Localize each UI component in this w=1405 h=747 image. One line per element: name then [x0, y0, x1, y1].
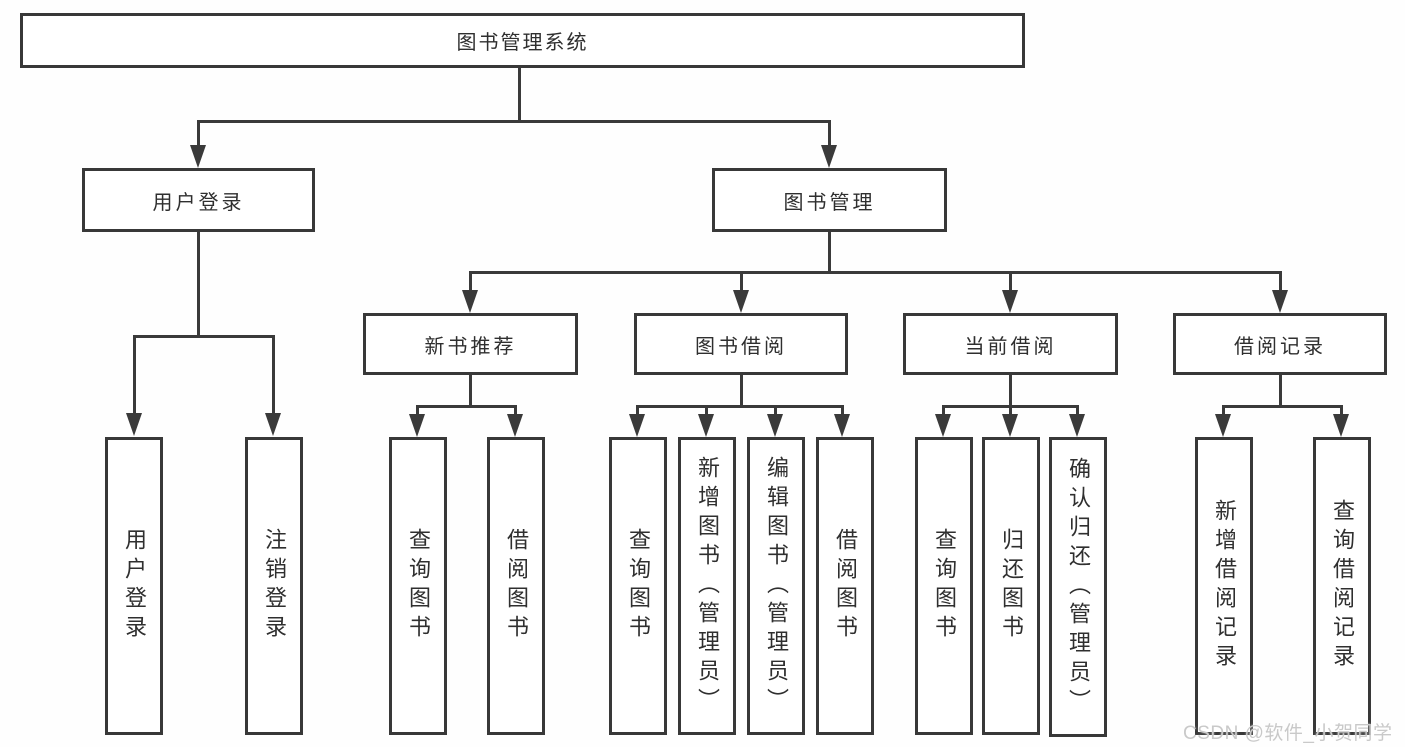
connector-current-borrow-stub — [1009, 271, 1012, 293]
connector-cb-return-stub — [1009, 405, 1012, 417]
node-book-mgmt-label: 图书管理 — [783, 191, 876, 214]
arrow-to-new-book-rec — [462, 290, 478, 313]
connector-rec-query-stub — [416, 405, 419, 417]
connector-borrow-record-rail — [1222, 405, 1341, 408]
connector-root-rail — [197, 120, 831, 123]
node-leaf-rec-query-book: 查询图书 — [389, 437, 447, 735]
node-leaf-br-query-record: 查询借阅记录 — [1313, 437, 1371, 735]
node-leaf-bb-borrow-book: 借阅图书 — [816, 437, 874, 735]
node-user-login: 用户登录 — [82, 168, 315, 232]
node-leaf-user-login: 用户登录 — [105, 437, 163, 735]
connector-br-query-stub — [1340, 405, 1343, 417]
node-leaf-bb-add-book-label: 新增图书（管理员） — [695, 455, 720, 717]
node-borrow-record: 借阅记录 — [1173, 313, 1387, 375]
node-leaf-cb-return-book-label: 归还图书 — [999, 528, 1024, 644]
arrow-to-cb-confirm-return — [1069, 414, 1085, 437]
node-leaf-logout-label: 注销登录 — [262, 528, 287, 644]
node-root-label: 图书管理系统 — [456, 32, 589, 54]
arrow-to-leaf-user-login — [126, 413, 142, 436]
arrow-to-rec-borrow-book — [507, 414, 523, 437]
arrow-to-br-add-record — [1215, 414, 1231, 437]
connector-bb-edit-stub — [774, 405, 777, 417]
connector-user-login-stub — [197, 120, 200, 148]
arrow-to-bb-add-book — [698, 414, 714, 437]
node-current-borrow: 当前借阅 — [903, 313, 1118, 375]
connector-br-add-stub — [1222, 405, 1225, 417]
connector-root-stem — [518, 68, 521, 120]
arrow-to-borrow-record — [1272, 290, 1288, 313]
connector-new-book-rec-stub — [469, 271, 472, 293]
connector-book-borrow-rail — [636, 405, 844, 408]
node-leaf-bb-add-book: 新增图书（管理员） — [678, 437, 736, 735]
node-user-login-label: 用户登录 — [152, 191, 245, 214]
node-leaf-bb-edit-book: 编辑图书（管理员） — [747, 437, 805, 735]
arrow-to-book-mgmt — [821, 145, 837, 168]
node-leaf-bb-query-book: 查询图书 — [609, 437, 667, 735]
arrow-to-bb-query-book — [629, 414, 645, 437]
connector-borrow-record-stem — [1279, 375, 1282, 405]
connector-book-mgmt-rail — [469, 271, 1282, 274]
node-leaf-cb-confirm-return: 确认归还（管理员） — [1049, 437, 1107, 737]
connector-leaf-logout-stub — [272, 335, 275, 417]
arrow-to-cb-return-book — [1002, 414, 1018, 437]
connector-cb-confirm-stub — [1076, 405, 1079, 417]
node-leaf-rec-borrow-book: 借阅图书 — [487, 437, 545, 735]
node-current-borrow-label: 当前借阅 — [964, 335, 1057, 358]
connector-cb-query-stub — [942, 405, 945, 417]
connector-rec-borrow-stub — [514, 405, 517, 417]
node-leaf-bb-edit-book-label: 编辑图书（管理员） — [764, 455, 789, 717]
node-new-book-rec: 新书推荐 — [363, 313, 578, 375]
arrow-to-leaf-logout — [265, 413, 281, 436]
connector-leaf-user-login-stub — [133, 335, 136, 417]
node-book-mgmt: 图书管理 — [712, 168, 947, 232]
connector-current-borrow-stem — [1009, 375, 1012, 405]
connector-new-book-rec-stem — [469, 375, 472, 405]
connector-bb-borrow-stub — [841, 405, 844, 417]
node-leaf-rec-borrow-book-label: 借阅图书 — [504, 528, 529, 644]
arrow-to-rec-query-book — [409, 414, 425, 437]
connector-book-mgmt-stub — [828, 120, 831, 148]
node-leaf-cb-return-book: 归还图书 — [982, 437, 1040, 735]
connector-book-borrow-stem — [740, 375, 743, 405]
node-leaf-cb-confirm-return-label: 确认归还（管理员） — [1066, 456, 1091, 718]
arrow-to-br-query-record — [1333, 414, 1349, 437]
node-leaf-cb-query-book-label: 查询图书 — [932, 528, 957, 644]
node-leaf-br-add-record: 新增借阅记录 — [1195, 437, 1253, 735]
csdn-watermark: CSDN @软件_小贺同学 — [1183, 723, 1393, 744]
node-leaf-cb-query-book: 查询图书 — [915, 437, 973, 735]
node-book-borrow-label: 图书借阅 — [695, 335, 787, 358]
connector-user-login-stem — [197, 232, 200, 335]
node-leaf-br-query-record-label: 查询借阅记录 — [1330, 499, 1355, 673]
arrow-to-cb-query-book — [935, 414, 951, 437]
arrow-to-user-login — [190, 145, 206, 168]
node-leaf-bb-query-book-label: 查询图书 — [626, 528, 651, 644]
arrow-to-bb-borrow-book — [834, 414, 850, 437]
connector-new-book-rec-rail — [416, 405, 517, 408]
node-leaf-bb-borrow-book-label: 借阅图书 — [833, 528, 858, 644]
node-leaf-user-login-label: 用户登录 — [122, 528, 147, 644]
node-leaf-logout: 注销登录 — [245, 437, 303, 735]
arrow-to-book-borrow — [733, 290, 749, 313]
connector-bb-query-stub — [636, 405, 639, 417]
connector-user-login-rail — [133, 335, 275, 338]
node-borrow-record-label: 借阅记录 — [1234, 335, 1326, 358]
node-leaf-rec-query-book-label: 查询图书 — [406, 528, 431, 644]
connector-book-mgmt-stem — [828, 232, 831, 271]
node-new-book-rec-label: 新书推荐 — [424, 335, 517, 358]
connector-borrow-record-stub — [1279, 271, 1282, 293]
node-leaf-br-add-record-label: 新增借阅记录 — [1212, 499, 1237, 673]
arrow-to-current-borrow — [1002, 290, 1018, 313]
connector-book-borrow-stub — [740, 271, 743, 293]
node-root: 图书管理系统 — [20, 13, 1025, 68]
connector-bb-add-stub — [705, 405, 708, 417]
arrow-to-bb-edit-book — [767, 414, 783, 437]
node-book-borrow: 图书借阅 — [634, 313, 848, 375]
